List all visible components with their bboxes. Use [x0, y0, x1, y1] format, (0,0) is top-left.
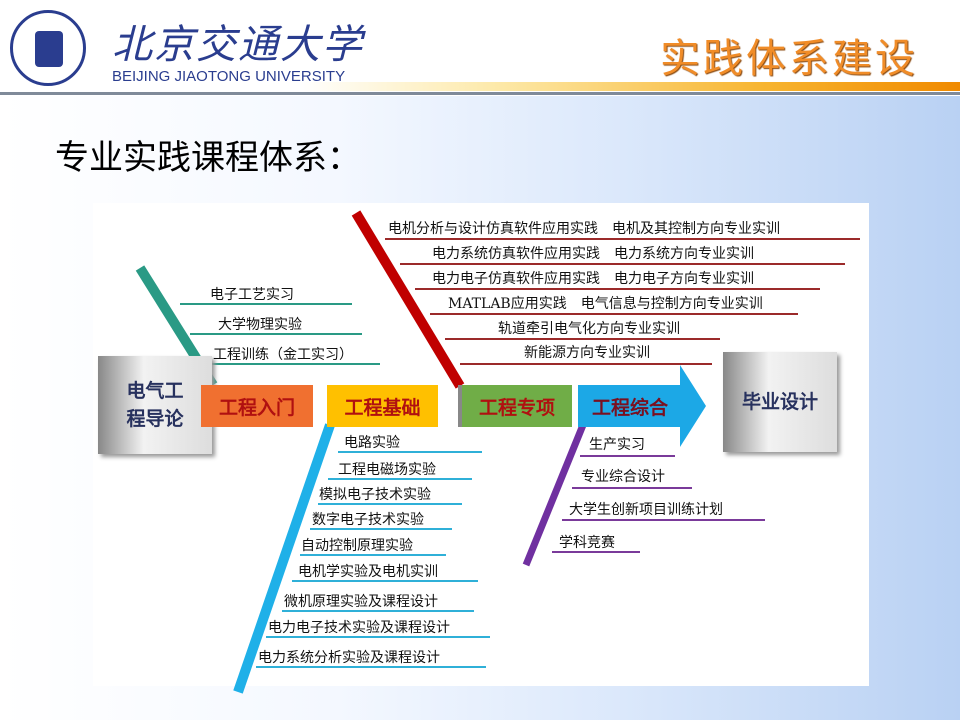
comprehensive-arrow	[578, 365, 706, 447]
stage-intro: 工程入门	[201, 385, 313, 427]
basic-item: 电机学实验及电机实训	[298, 564, 438, 580]
comprehensive-item: 专业综合设计	[581, 469, 665, 485]
basic-item: 工程电磁场实验	[338, 462, 436, 478]
comprehensive-branch	[522, 423, 587, 567]
slide-title: 专业实践课程体系：	[55, 138, 361, 178]
header: 北京交通大学 BEIJING JIAOTONG UNIVERSITY 实践体系建…	[0, 0, 960, 96]
stage-basic: 工程基础	[327, 385, 438, 427]
basic-branch	[233, 423, 335, 694]
special-branch	[351, 210, 465, 389]
basic-item: 自动控制原理实验	[301, 538, 413, 554]
special-item: 电机分析与设计仿真软件应用实践 电机及其控制方向专业实训	[388, 221, 780, 237]
section-title: 实践体系建设	[660, 36, 918, 82]
special-item: 电力电子仿真软件应用实践 电力电子方向专业实训	[432, 271, 754, 287]
intro-item: 电子工艺实习	[210, 287, 294, 303]
intro-item: 大学物理实验	[218, 317, 302, 333]
comprehensive-item: 大学生创新项目训练计划	[569, 502, 723, 518]
university-name-en: BEIJING JIAOTONG UNIVERSITY	[112, 68, 346, 85]
basic-item: 电路实验	[344, 435, 400, 451]
basic-item: 模拟电子技术实验	[319, 487, 431, 503]
special-item: 电力系统仿真软件应用实践 电力系统方向专业实训	[432, 246, 754, 262]
basic-item: 电力电子技术实验及课程设计	[268, 620, 450, 636]
stage-special: 工程专项	[458, 385, 572, 427]
comprehensive-item: 生产实习	[589, 437, 645, 453]
start-box-intro-course: 电气工程导论	[98, 356, 212, 454]
university-name-cn: 北京交通大学	[112, 22, 364, 68]
header-divider	[0, 92, 960, 95]
university-logo	[10, 10, 86, 86]
end-box-graduation-design: 毕业设计	[723, 352, 837, 452]
basic-item: 微机原理实验及课程设计	[284, 594, 438, 610]
special-item: 新能源方向专业实训	[524, 345, 650, 361]
stage-comprehensive: 工程综合	[591, 396, 668, 419]
special-item: 轨道牵引电气化方向专业实训	[498, 321, 680, 337]
basic-item: 数字电子技术实验	[312, 512, 424, 528]
intro-item: 工程训练（金工实习）	[213, 347, 353, 363]
special-item: MATLAB应用实践 电气信息与控制方向专业实训	[448, 296, 763, 312]
comprehensive-item: 学科竞赛	[559, 535, 615, 551]
header-accent-bar	[300, 82, 960, 91]
basic-item: 电力系统分析实验及课程设计	[258, 650, 440, 666]
